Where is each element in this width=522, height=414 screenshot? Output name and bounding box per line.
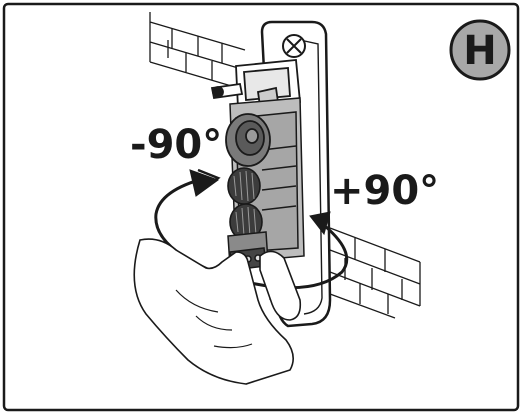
step-badge: H xyxy=(449,19,511,81)
hand-illustration xyxy=(133,238,302,385)
rotation-label-positive: +90° xyxy=(330,168,439,214)
brick-wall-top xyxy=(149,12,246,91)
mounting-screw xyxy=(282,34,306,58)
potentiometer-top xyxy=(225,113,271,167)
rotation-label-negative: -90° xyxy=(130,122,222,168)
arrow-head-right-icon xyxy=(309,211,331,236)
mounting-bracket xyxy=(210,59,301,109)
arrow-head-left-icon xyxy=(189,169,220,197)
potentiometer-middle xyxy=(227,167,261,205)
step-letter: H xyxy=(463,28,496,74)
